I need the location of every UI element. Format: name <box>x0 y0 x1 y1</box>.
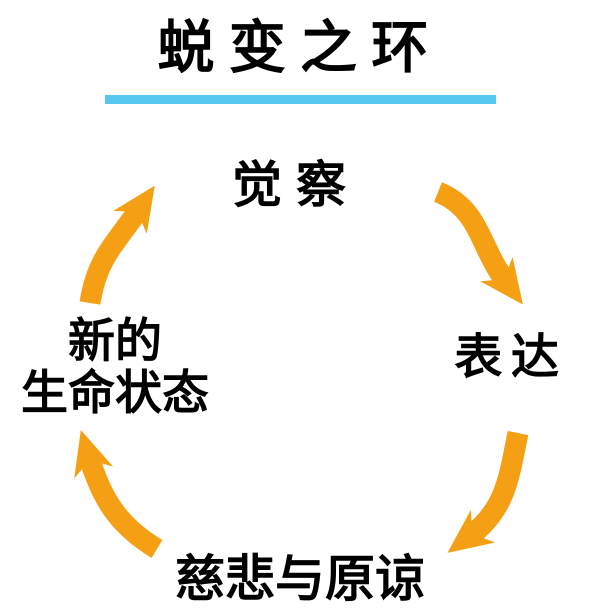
arrow-awareness-to-expression <box>433 182 523 305</box>
arrow-new-life-state-to-awareness <box>79 185 155 305</box>
node-label-new-life-state: 新的 生命状态 <box>21 316 209 420</box>
node-label-expression: 表达 <box>454 331 568 384</box>
node-label-awareness: 觉察 <box>232 157 360 213</box>
node-label-compassion-forgiveness: 慈悲与原谅 <box>175 551 425 607</box>
arrow-expression-to-compassion <box>447 430 529 553</box>
node-label-new-life-state-line1: 新的 <box>68 316 162 368</box>
arrow-compassion-to-new-life-state <box>74 430 163 558</box>
node-label-new-life-state-line2: 生命状态 <box>21 368 209 420</box>
diagram-title: 蜕变之环 <box>157 17 443 80</box>
title-underline <box>105 95 496 104</box>
